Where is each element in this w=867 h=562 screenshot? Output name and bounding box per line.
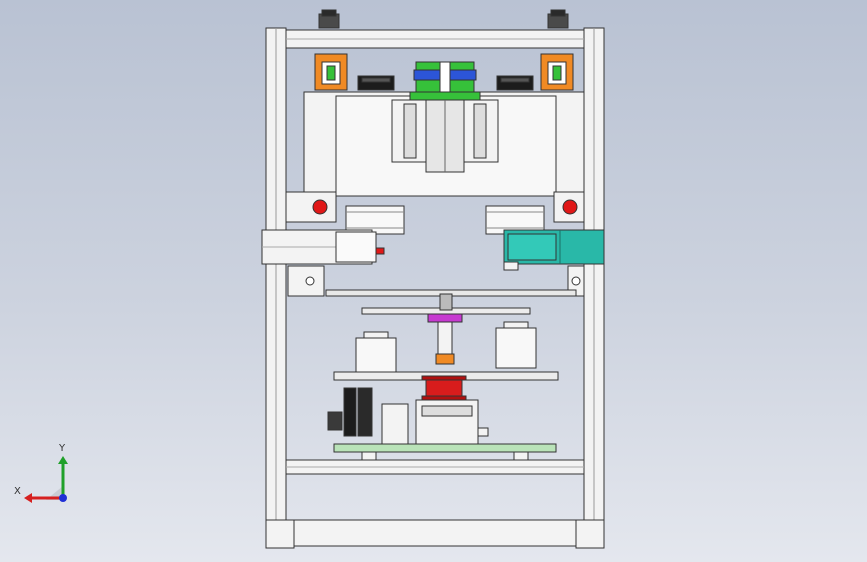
z-axis-icon: [59, 494, 67, 502]
left-red-clip: [375, 247, 385, 255]
right-sensor-block: [553, 191, 585, 223]
coordinate-triad: Y X: [14, 443, 68, 503]
top-left-foot: [318, 9, 340, 29]
left-side-rail-end: [335, 231, 377, 263]
left-lower-bracket: [287, 265, 325, 297]
right-roller: [485, 205, 545, 235]
y-arrow-icon: [58, 456, 68, 464]
left-orange-bracket: [314, 53, 348, 91]
left-pulley: [357, 75, 395, 91]
top-right-foot: [547, 9, 569, 29]
frame-bottom-right-foot: [575, 519, 605, 549]
left-red-indicator[interactable]: [312, 199, 328, 215]
vertical-slide-module: [391, 99, 499, 173]
left-sensor-block: [285, 191, 337, 223]
left-cylinder: [355, 331, 397, 373]
right-orange-bracket: [540, 53, 574, 91]
frame-bottom-left-foot: [265, 519, 295, 549]
y-axis-label: Y: [58, 443, 66, 454]
magenta-probe-holder: [427, 313, 463, 365]
teal-actuator-block: [503, 229, 605, 271]
right-pulley: [496, 75, 534, 91]
left-roller: [345, 205, 405, 235]
right-cylinder: [495, 321, 537, 369]
central-drive-motor: [409, 61, 481, 101]
frame-bottom-beam: [285, 519, 585, 547]
right-lower-bracket: [567, 265, 585, 297]
x-axis-label: X: [14, 486, 21, 497]
red-reel: [421, 375, 467, 401]
left-black-motors: [327, 387, 373, 437]
right-red-indicator[interactable]: [562, 199, 578, 215]
x-arrow-icon: [24, 493, 32, 503]
green-base-plate: [333, 443, 557, 461]
lower-gearbox: [415, 399, 489, 445]
machine-assembly[interactable]: [261, 9, 605, 549]
small-box-module: [381, 403, 409, 445]
